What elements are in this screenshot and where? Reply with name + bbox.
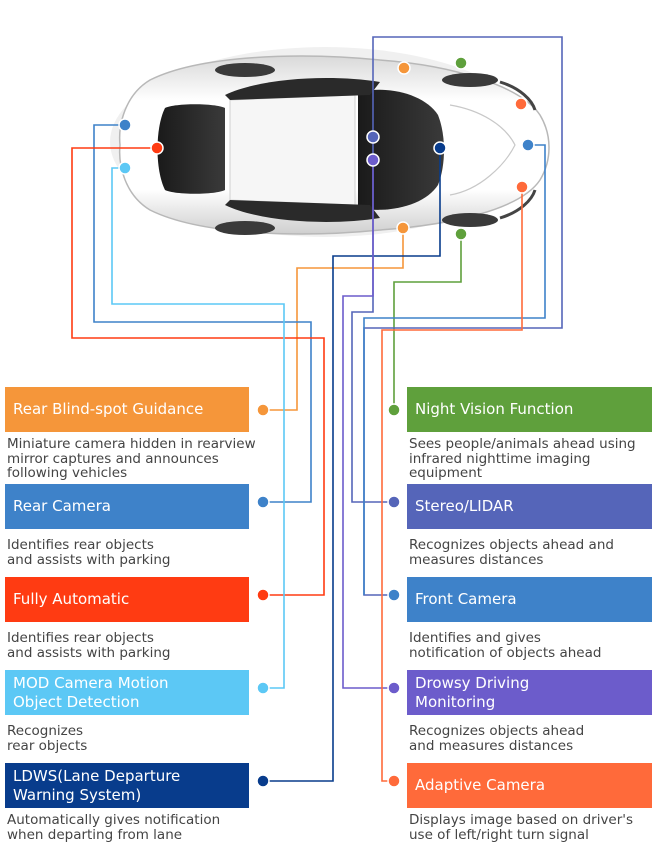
front-camera-desc: Identifies and gives notification of obj… xyxy=(409,630,602,661)
sensor-dot-rear-center xyxy=(150,141,164,155)
ldws-label: LDWS(Lane Departure Warning System) xyxy=(5,763,249,808)
sensor-dot-front-center xyxy=(521,138,535,152)
night-vision-label: Night Vision Function xyxy=(407,387,652,432)
sensor-dot-front-top xyxy=(514,97,528,111)
connector-ldws xyxy=(263,148,441,782)
connector-adaptive-camera xyxy=(381,187,523,782)
windshield xyxy=(358,89,444,210)
ldws-desc: Automatically gives notification when de… xyxy=(7,812,221,843)
connector-mod-camera xyxy=(111,167,285,689)
car-illustration xyxy=(110,47,550,237)
sensor-dot-green-top xyxy=(454,56,468,70)
adaptive-camera-label: Adaptive Camera xyxy=(407,763,652,808)
connector-fully-automatic xyxy=(71,147,325,596)
connector-drowsy-driving xyxy=(342,160,394,689)
stereo-lidar-label: Stereo/LIDAR xyxy=(407,484,652,529)
sensor-dot-rear-left xyxy=(118,118,132,132)
connector-night-vision xyxy=(393,234,462,410)
rear-camera-desc: Identifies rear objects and assists with… xyxy=(7,537,171,568)
sensor-dot-windshield-2 xyxy=(366,153,380,167)
rear-blind-spot-desc: Miniature camera hidden in rearview mirr… xyxy=(7,436,256,481)
front-camera-label: Front Camera xyxy=(407,577,652,622)
sensor-dot-front-bottom xyxy=(515,180,529,194)
sensor-dot-mirror-bottom xyxy=(396,221,410,235)
sensor-dot-windshield-3 xyxy=(433,141,447,155)
rear-camera-label: Rear Camera xyxy=(5,484,249,529)
drowsy-driving-desc: Recognizes objects ahead and measures di… xyxy=(409,723,585,754)
night-vision-desc: Sees people/animals ahead using infrared… xyxy=(409,436,636,481)
sensor-dot-mirror-top xyxy=(397,61,411,75)
sensor-dot-windshield-1 xyxy=(366,130,380,144)
connector-front-camera xyxy=(363,144,546,595)
mod-camera-label: MOD Camera Motion Object Detection xyxy=(5,670,249,715)
rear-blind-spot-label: Rear Blind-spot Guidance xyxy=(5,387,249,432)
connector-rear-blind-spot xyxy=(263,228,404,411)
rear-window xyxy=(157,104,225,194)
mod-camera-desc: Recognizes rear objects xyxy=(7,723,88,754)
fully-automatic-label: Fully Automatic xyxy=(5,577,249,622)
stereo-lidar-desc: Recognizes objects ahead and measures di… xyxy=(409,537,614,568)
connector-rear-camera xyxy=(93,124,312,503)
drowsy-driving-label: Drowsy Driving Monitoring xyxy=(407,670,652,715)
sensor-dot-green-bottom xyxy=(454,227,468,241)
sensor-dot-rear-right xyxy=(118,161,132,175)
fully-automatic-desc: Identifies rear objects and assists with… xyxy=(7,630,171,661)
adaptive-camera-desc: Displays image based on driver's use of … xyxy=(409,812,634,843)
roof xyxy=(229,94,356,206)
